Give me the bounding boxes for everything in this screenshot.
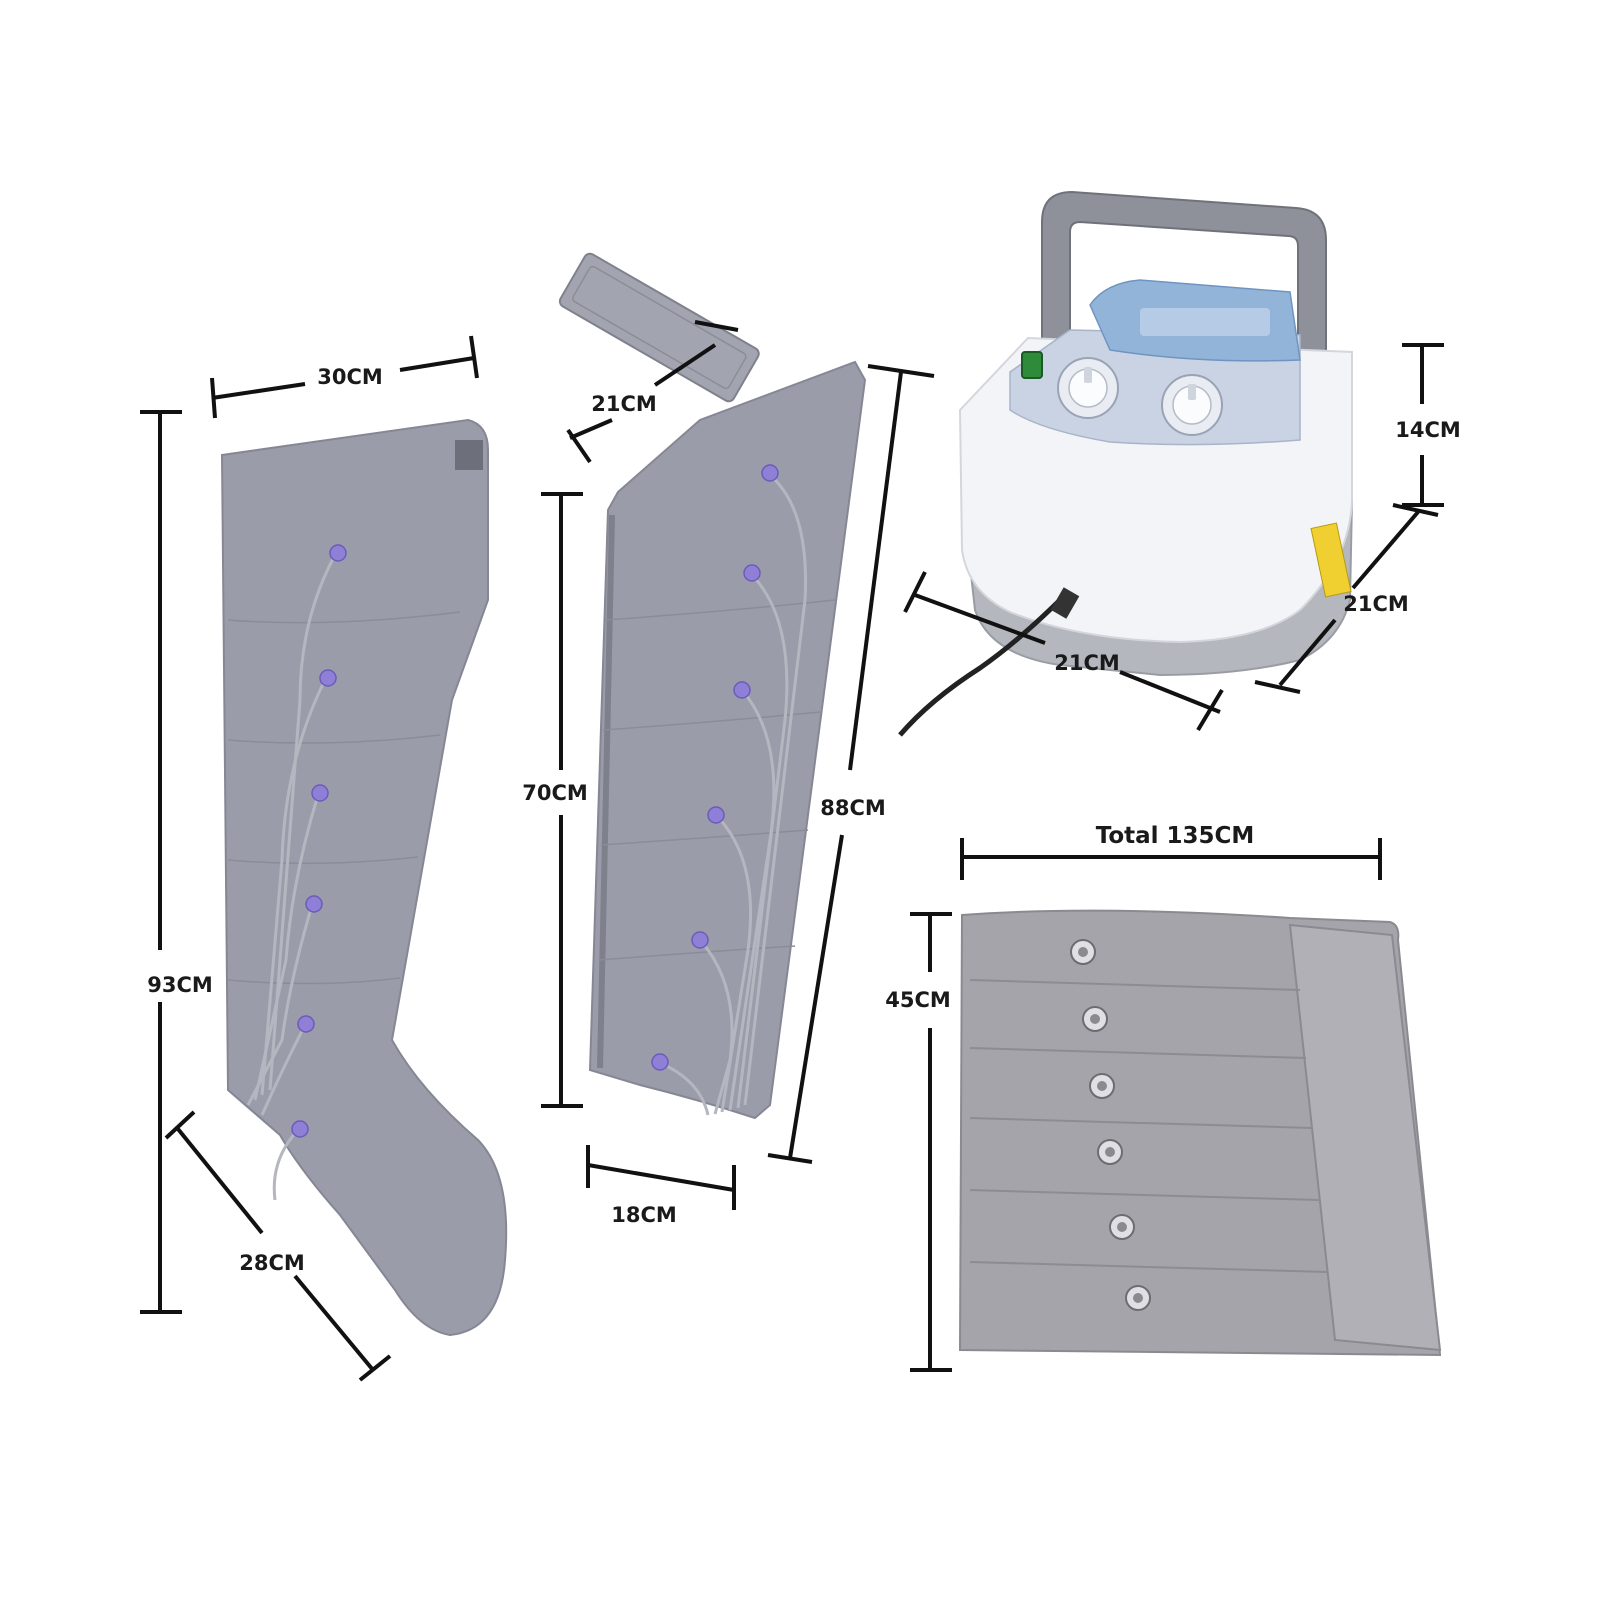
- connector-icon: [291, 1120, 309, 1138]
- dim-line-arm-total: [848, 371, 903, 771]
- connector-icon: [329, 544, 347, 562]
- arm-strap: [558, 252, 760, 403]
- leg-air-hoses: [246, 554, 337, 1201]
- pump-unit: [898, 190, 1354, 737]
- arm-sleeve: [558, 252, 867, 1120]
- wrap-pad-fold: [1288, 923, 1442, 1352]
- valve-icon: [1097, 1139, 1123, 1165]
- arm-chamber-seams: [598, 599, 836, 961]
- wrap-pad: [958, 909, 1442, 1357]
- power-cord: [898, 593, 1067, 737]
- label-arm-inner-length: 70CM: [522, 781, 588, 805]
- connector-icon: [733, 681, 751, 699]
- warning-sticker: [1310, 522, 1352, 598]
- connector-icon: [743, 564, 761, 582]
- label-pump-width: 21CM: [1054, 651, 1120, 675]
- power-switch-icon: [1021, 351, 1043, 379]
- pump-label-stripe: [1140, 308, 1270, 336]
- label-arm-strap: 21CM: [591, 392, 657, 416]
- dim-line-leg-top: [211, 382, 306, 400]
- dim-line-pump-depth: [1351, 510, 1420, 590]
- leg-sleeve-body: [220, 418, 508, 1337]
- label-pad-total-width: Total 135CM: [1095, 823, 1255, 849]
- connector-icon: [297, 1015, 315, 1033]
- leg-strap-tab: [455, 440, 483, 470]
- leg-sleeve: [220, 418, 508, 1337]
- label-arm-total-length: 88CM: [820, 796, 886, 820]
- arm-zipper-edge: [597, 514, 615, 1069]
- connector-icon: [319, 669, 337, 687]
- wrap-pad-chamber-seams: [969, 979, 1329, 1273]
- right-knob-icon: [1161, 374, 1223, 436]
- label-foot-length: 28CM: [239, 1251, 305, 1275]
- arm-air-hoses: [659, 473, 808, 1116]
- pad-valves: [1070, 939, 1151, 1311]
- connector-icon: [707, 806, 725, 824]
- left-knob-icon: [1057, 357, 1119, 419]
- valve-icon: [1125, 1285, 1151, 1311]
- label-pump-depth: 21CM: [1343, 592, 1409, 616]
- leg-chamber-seams: [227, 611, 461, 985]
- arm-sleeve-body: [588, 360, 867, 1120]
- valve-icon: [1109, 1214, 1135, 1240]
- arm-connectors: [651, 464, 779, 1071]
- leg-connectors: [291, 544, 347, 1138]
- connector-icon: [691, 931, 709, 949]
- connector-icon: [651, 1053, 669, 1071]
- dim-line-pump-width: [914, 593, 1046, 645]
- label-pad-height: 45CM: [885, 988, 951, 1012]
- label-leg-top-width: 30CM: [317, 365, 383, 389]
- valve-icon: [1082, 1006, 1108, 1032]
- connector-icon: [311, 784, 329, 802]
- valve-icon: [1070, 939, 1096, 965]
- power-plug: [1050, 587, 1080, 619]
- label-leg-length: 93CM: [147, 973, 213, 997]
- label-pump-height: 14CM: [1395, 418, 1461, 442]
- connector-icon: [761, 464, 779, 482]
- dimension-lines: [140, 320, 1444, 1382]
- valve-icon: [1089, 1073, 1115, 1099]
- dim-line-foot: [176, 1127, 264, 1235]
- label-arm-wrist-width: 18CM: [611, 1203, 677, 1227]
- dim-line-arm-wrist: [587, 1163, 735, 1192]
- dim-line-arm-strap: [653, 343, 717, 387]
- connector-icon: [305, 895, 323, 913]
